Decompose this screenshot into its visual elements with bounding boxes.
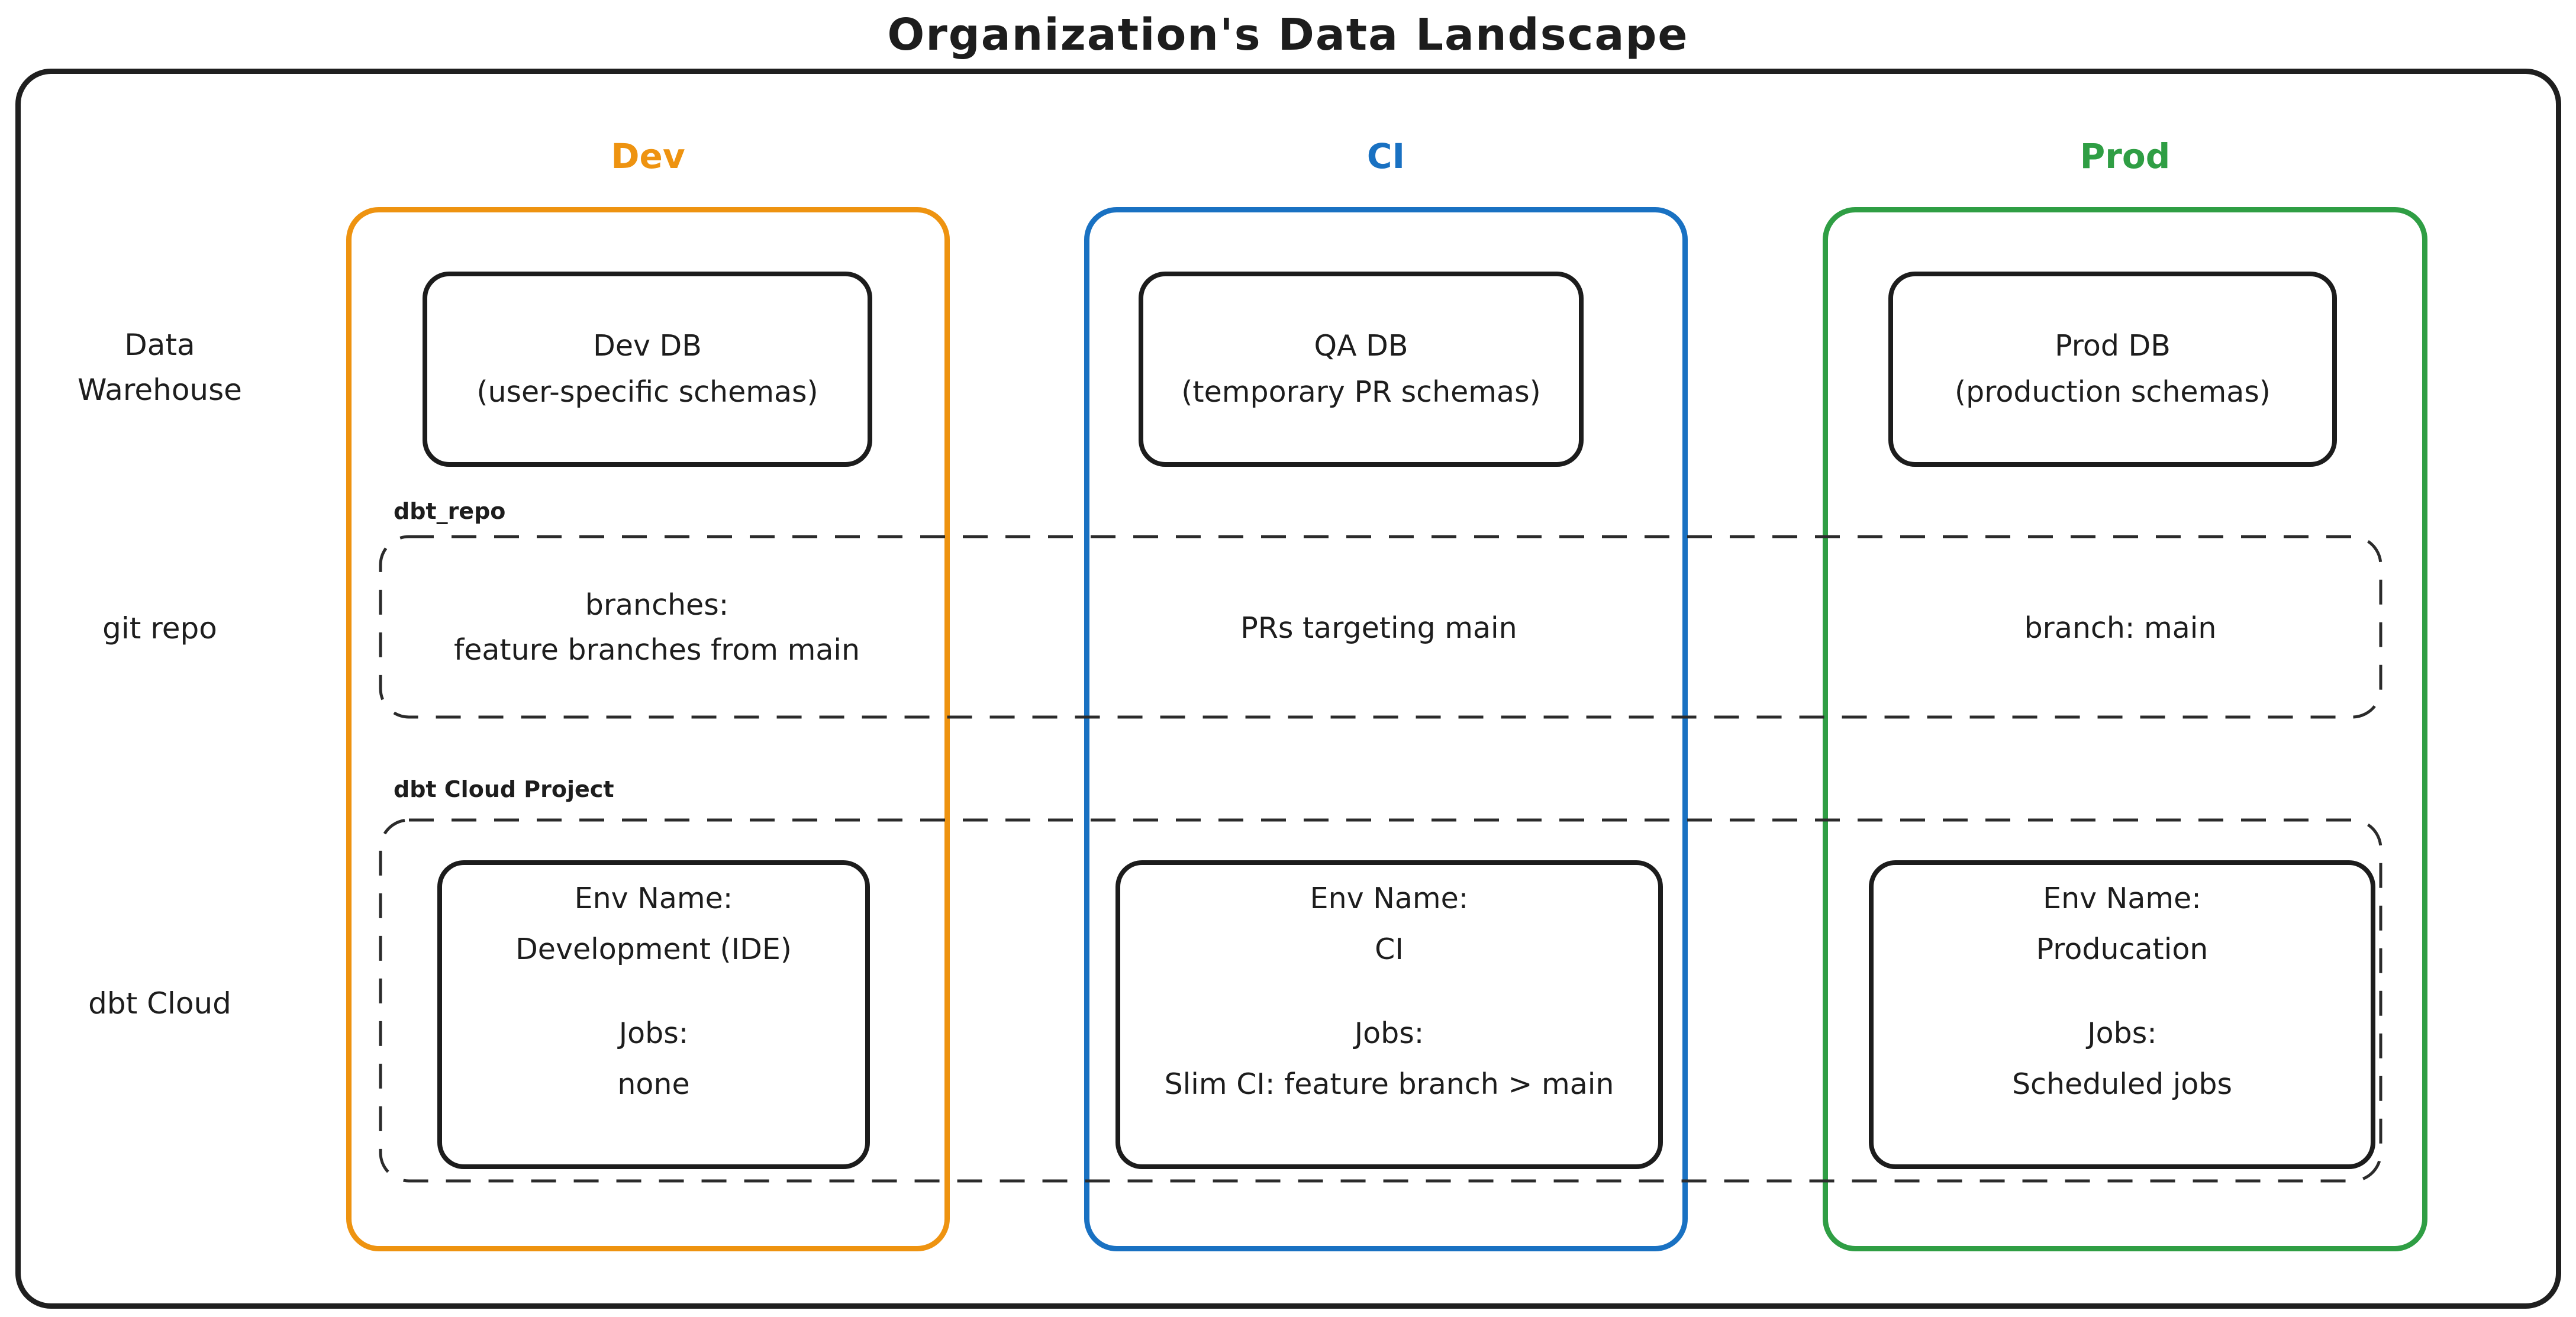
prod-column-frame: [1823, 207, 2427, 1251]
prod-db-title: Prod DB: [2055, 329, 2171, 363]
dev-db-subtitle: (user-specific schemas): [476, 375, 818, 409]
ci-env-name-label: Env Name:: [1310, 882, 1469, 915]
git-cell-prod: branch: main: [1854, 606, 2387, 651]
outer-frame: [15, 69, 2561, 1309]
git-cell-dev-line2: feature branches from main: [453, 633, 860, 667]
row-label-dbt-cloud: dbt Cloud: [88, 986, 231, 1021]
git-cell-ci: PRs targeting main: [1113, 606, 1645, 651]
dev-env-box: Env Name: Development (IDE) Jobs: none: [437, 860, 870, 1169]
git-band-label: dbt_repo: [394, 498, 506, 524]
dev-db-title: Dev DB: [593, 329, 702, 363]
dev-env-name-value: Development (IDE): [515, 932, 792, 966]
dev-db-box: Dev DB (user-specific schemas): [423, 272, 872, 467]
column-header-dev: Dev: [611, 136, 685, 176]
git-cell-dev-line1: branches:: [585, 588, 729, 622]
dev-column-frame: [346, 207, 950, 1251]
dev-jobs-label: Jobs:: [618, 1016, 689, 1050]
row-label-git-repo: git repo: [102, 611, 217, 645]
dev-env-name-label: Env Name:: [574, 882, 733, 915]
column-header-prod: Prod: [2080, 136, 2171, 176]
dbt-band-label: dbt Cloud Project: [394, 776, 614, 802]
prod-jobs-value: Scheduled jobs: [2011, 1067, 2233, 1101]
git-cell-dev: branches: feature branches from main: [391, 583, 923, 673]
column-header-ci: CI: [1366, 136, 1405, 176]
qa-db-box: QA DB (temporary PR schemas): [1139, 272, 1584, 467]
prod-jobs-label: Jobs:: [2087, 1016, 2157, 1050]
prod-env-name-value: Producation: [2036, 932, 2209, 966]
row-label-data-warehouse: Data Warehouse: [78, 328, 242, 407]
git-cell-prod-line1: branch: main: [2024, 611, 2217, 645]
qa-db-title: QA DB: [1314, 329, 1408, 363]
git-cell-ci-line1: PRs targeting main: [1240, 611, 1517, 645]
prod-env-name-label: Env Name:: [2043, 882, 2201, 915]
diagram-title: Organization's Data Landscape: [887, 9, 1689, 60]
ci-jobs-value: Slim CI: feature branch > main: [1164, 1067, 1614, 1101]
ci-jobs-label: Jobs:: [1354, 1016, 1424, 1050]
ci-column-frame: [1084, 207, 1688, 1251]
prod-env-box: Env Name: Producation Jobs: Scheduled jo…: [1869, 860, 2375, 1169]
prod-db-box: Prod DB (production schemas): [1888, 272, 2337, 467]
ci-env-box: Env Name: CI Jobs: Slim CI: feature bran…: [1115, 860, 1663, 1169]
prod-db-subtitle: (production schemas): [1955, 375, 2271, 409]
dev-jobs-value: none: [617, 1067, 690, 1101]
ci-env-name-value: CI: [1375, 932, 1404, 966]
qa-db-subtitle: (temporary PR schemas): [1181, 375, 1541, 409]
